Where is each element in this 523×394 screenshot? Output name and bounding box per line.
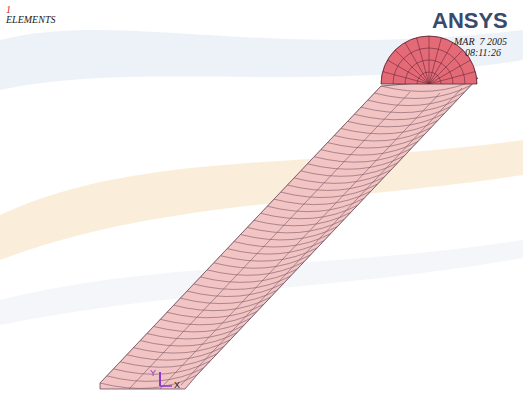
mesh-line	[197, 78, 478, 375]
plot-number: 1	[6, 4, 11, 15]
plot-title: ELEMENTS	[6, 14, 55, 25]
mesh-line	[334, 128, 431, 141]
mesh-line	[361, 99, 458, 112]
mesh-line	[274, 191, 371, 204]
mesh-line	[368, 92, 465, 105]
mesh-line	[133, 340, 230, 353]
mesh-line	[234, 234, 331, 247]
mesh-line	[429, 36, 430, 84]
mesh-line	[194, 276, 291, 289]
mesh-line	[417, 38, 429, 84]
mesh-line	[140, 333, 237, 346]
mesh-line	[147, 326, 244, 339]
mesh-line	[405, 42, 429, 84]
mesh-line	[167, 304, 264, 317]
mesh-line	[247, 219, 344, 232]
mesh-line	[429, 38, 441, 84]
mesh-line	[181, 88, 462, 385]
mesh-line	[214, 255, 311, 268]
mesh-line	[200, 269, 297, 282]
axis-label: X	[174, 380, 180, 390]
plot-time: 08:11:26	[465, 47, 501, 58]
watermark-swoosh	[0, 30, 523, 90]
mesh-line	[327, 135, 424, 148]
mesh-line	[100, 86, 381, 383]
mesh-line	[127, 347, 224, 360]
mesh-line	[187, 283, 284, 296]
mesh-line	[374, 85, 471, 98]
mesh-line	[321, 142, 418, 155]
mesh-line	[301, 163, 398, 176]
mesh-line	[100, 375, 197, 388]
axis-y	[159, 372, 161, 386]
mesh-line	[241, 227, 338, 240]
mesh-line	[354, 106, 451, 119]
mesh-line	[281, 184, 378, 197]
ansys-logo: ANSYS	[432, 8, 508, 34]
mesh-line	[160, 311, 257, 324]
mesh-line	[429, 60, 471, 84]
mesh-line	[287, 177, 384, 190]
mesh-line	[294, 170, 391, 183]
mesh-line	[129, 92, 410, 389]
mesh-line	[154, 318, 251, 331]
element-mesh	[100, 78, 478, 390]
axis-label: Y	[150, 368, 156, 378]
mesh-line	[113, 361, 210, 374]
plot-date: MAR 7 2005	[454, 36, 507, 47]
mesh-line	[174, 297, 271, 310]
axis-x	[160, 385, 172, 387]
mesh-line	[348, 113, 445, 126]
mesh-line	[220, 248, 317, 261]
extruded-body	[100, 78, 478, 389]
mesh-line	[261, 205, 358, 218]
mesh-line	[429, 72, 475, 84]
mesh-line	[267, 198, 364, 211]
mesh-line	[120, 354, 217, 367]
mesh-line	[227, 241, 324, 254]
mesh-line	[180, 290, 277, 303]
mesh-line	[159, 93, 440, 390]
mesh-line	[341, 120, 438, 133]
mesh-line	[314, 149, 411, 162]
mesh-line	[254, 212, 351, 225]
mesh-line	[107, 368, 204, 381]
mesh-line	[207, 262, 304, 275]
mesh-line	[383, 72, 429, 84]
mesh-line	[307, 156, 404, 169]
